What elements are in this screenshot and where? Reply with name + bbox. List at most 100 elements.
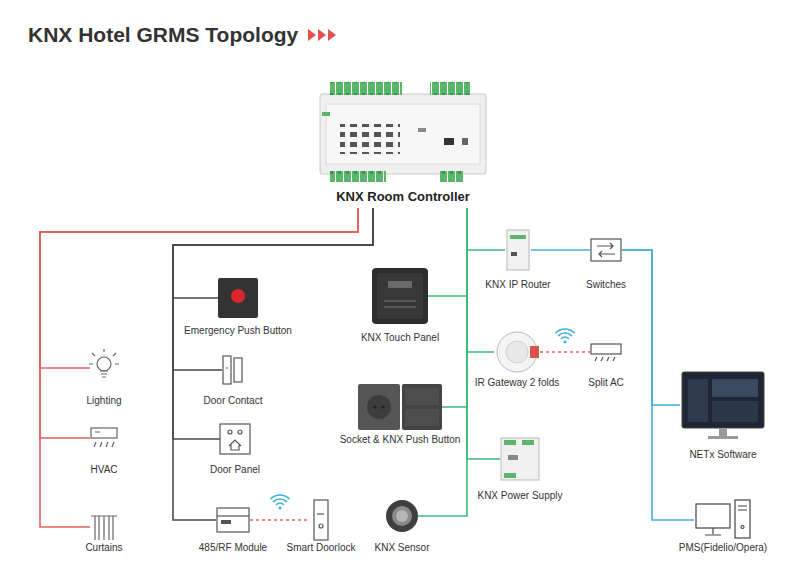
connector-line	[442, 208, 467, 407]
split-ac-icon	[595, 357, 615, 361]
rf-module-icon	[217, 508, 249, 532]
wifi-symbol	[556, 329, 574, 339]
rf-module-icon	[221, 520, 231, 524]
ir-gateway-icon	[506, 341, 528, 363]
door-panel-icon	[220, 424, 250, 454]
connector-line	[418, 208, 467, 516]
title-arrows	[318, 29, 326, 41]
connector-line	[40, 208, 358, 527]
room-controller-device	[440, 171, 464, 182]
sensor-icon	[386, 500, 418, 532]
wifi-symbol	[271, 495, 289, 510]
wifi-symbol	[279, 507, 282, 510]
room-controller-device	[444, 138, 454, 145]
connector-line	[531, 249, 590, 251]
connector-line	[428, 208, 467, 296]
device-node: Lighting	[90, 352, 118, 384]
split-ac-icon	[591, 344, 621, 354]
node-label: Emergency Push Button	[182, 325, 294, 337]
lighting-icon	[89, 349, 119, 377]
connector-line	[173, 208, 373, 370]
title-arrows	[308, 29, 336, 41]
socket-button-icon	[358, 384, 442, 430]
connector-line	[173, 208, 373, 520]
connector-line	[622, 250, 680, 405]
node-label: Socket & KNX Push Button	[338, 434, 463, 446]
lighting-icon	[97, 357, 111, 371]
switch-icon	[591, 239, 621, 261]
doorlock-icon	[314, 500, 328, 540]
device-node: KNX Sensor	[386, 500, 418, 532]
touch-panel-icon	[384, 306, 416, 308]
switch-icon	[591, 239, 621, 261]
door-contact-icon	[226, 367, 228, 368]
room-controller-device	[462, 138, 468, 145]
node-label: KNX IP Router	[483, 279, 552, 291]
connector-line	[540, 351, 590, 353]
power-supply-icon	[504, 473, 516, 478]
socket-button-icon	[402, 384, 442, 430]
node-label: IR Gateway 2 folds	[473, 377, 561, 389]
room-controller-device	[326, 104, 480, 164]
device-node: Split AC	[590, 343, 622, 361]
device-node: Curtains	[90, 514, 118, 540]
device-node: Door Panel	[220, 424, 250, 454]
curtain-icon	[91, 516, 117, 540]
sensor-icon	[396, 510, 408, 522]
node-label: NETx Software	[687, 449, 758, 461]
monitor-icon	[682, 372, 764, 428]
room-controller-device	[330, 171, 386, 182]
node-label: HVAC	[88, 464, 119, 476]
title-arrows	[328, 29, 336, 41]
wifi-symbol	[556, 329, 574, 344]
wifi-symbol	[564, 341, 567, 344]
node-label: Split AC	[586, 377, 626, 389]
doorlock-icon	[317, 513, 324, 514]
doorlock-icon	[314, 500, 328, 540]
split-ac-icon	[591, 344, 621, 361]
touch-panel-icon	[377, 273, 423, 319]
pms-computer-icon	[741, 526, 744, 529]
title-arrows	[308, 29, 316, 41]
node-label: PMS(Fidelio/Opera)	[677, 542, 769, 554]
hvac-icon	[91, 428, 117, 438]
door-contact-icon	[223, 356, 231, 384]
switch-icon	[597, 243, 615, 257]
pms-computer-icon	[696, 500, 750, 538]
monitor-icon	[712, 401, 758, 422]
room-controller-device	[320, 94, 486, 174]
door-panel-icon	[228, 430, 232, 434]
socket-button-icon	[405, 388, 439, 405]
room-controller-device	[320, 82, 486, 182]
room-controller-device	[322, 112, 330, 116]
socket-button-icon	[367, 395, 391, 419]
node-label: Smart Doorlock	[285, 542, 358, 554]
pms-computer-icon	[738, 506, 747, 510]
monitor-icon	[708, 436, 738, 439]
socket-button-icon	[381, 405, 384, 408]
node-label: 485/RF Module	[197, 542, 269, 554]
device-node: Switches	[590, 236, 622, 264]
device-node: KNX Room Controller	[318, 80, 488, 208]
door-contact-icon	[223, 356, 242, 384]
socket-button-icon	[358, 384, 400, 430]
room-controller-device	[418, 128, 426, 132]
socket-button-icon	[373, 405, 376, 408]
sensor-icon	[386, 500, 418, 532]
device-node: IR Gateway 2 folds	[494, 330, 540, 374]
ip-router-icon	[507, 230, 529, 270]
door-panel-icon	[220, 424, 250, 454]
hvac-icon	[94, 432, 114, 447]
door-panel-icon	[238, 430, 242, 434]
room-controller-device	[330, 82, 402, 95]
connector-line	[467, 208, 500, 459]
curtain-icon	[91, 516, 117, 540]
touch-panel-icon	[388, 281, 412, 288]
sensor-icon	[392, 506, 412, 526]
node-label: KNX Sensor	[372, 542, 431, 554]
device-node: HVAC	[90, 426, 118, 450]
monitor-icon	[688, 379, 708, 422]
device-node: KNX Power Supply	[500, 436, 540, 482]
